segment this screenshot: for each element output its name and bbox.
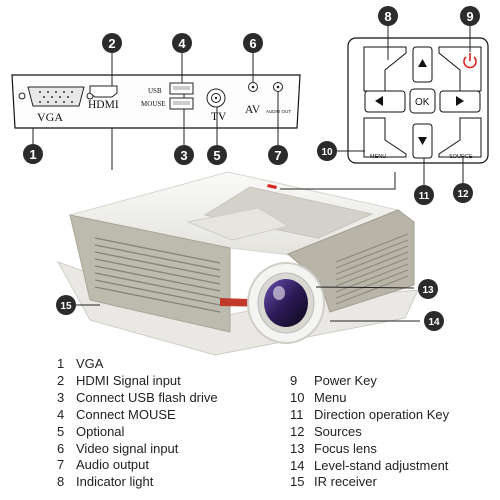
source-key-label: SOURCE: [449, 154, 473, 160]
vga-port: [18, 86, 94, 107]
menu-key-label: MENU: [370, 154, 386, 160]
svg-text:5: 5: [213, 148, 220, 163]
arrow-up-icon: [418, 59, 427, 67]
power-icon: [463, 53, 477, 69]
left-key[interactable]: [364, 90, 406, 113]
callout-14: 14: [424, 311, 444, 331]
callouts: 1 2 3 4 5 6 7 8 9 10 11 12 13 14 15: [23, 6, 480, 331]
svg-text:1: 1: [29, 147, 36, 162]
tv-label: TV: [211, 111, 227, 123]
callout-13: 13: [418, 279, 438, 299]
side-vent: [94, 237, 221, 313]
hdmi-port: [89, 85, 118, 98]
callout-10: 10: [317, 141, 337, 161]
svg-text:7: 7: [274, 148, 281, 163]
callout-9: 9: [460, 6, 480, 26]
callout-6: 6: [243, 33, 263, 53]
callout-7: 7: [268, 145, 288, 165]
usb-label: USB: [148, 87, 162, 95]
keypad: MENU SOURCE OK: [347, 37, 489, 164]
corner-key-top-left[interactable]: [363, 46, 407, 92]
arrow-down-icon: [418, 137, 427, 145]
callout-15: 15: [56, 295, 76, 315]
svg-text:9: 9: [466, 9, 473, 24]
arrow-left-icon: [375, 96, 383, 106]
callout-3: 3: [174, 145, 194, 165]
callout-12: 12: [453, 183, 473, 203]
audio-out-label: AUDIO OUT: [266, 109, 291, 114]
vga-label: VGA: [37, 110, 63, 124]
hdmi-label: HDMI: [88, 99, 119, 111]
ok-key-label: OK: [415, 97, 430, 108]
mouse-label: MOUSE: [141, 100, 166, 108]
callout-5: 5: [207, 145, 227, 165]
svg-text:2: 2: [108, 36, 115, 51]
indicator-light: [267, 184, 277, 189]
arrow-right-icon: [456, 96, 464, 106]
ok-key[interactable]: [409, 88, 436, 114]
svg-text:4: 4: [178, 36, 186, 51]
svg-text:3: 3: [180, 148, 187, 163]
callout-8: 8: [378, 6, 398, 26]
svg-text:13: 13: [422, 285, 434, 296]
av-label: AV: [245, 104, 261, 116]
callout-1: 1: [23, 144, 43, 164]
callout-11: 11: [414, 185, 434, 205]
svg-text:10: 10: [321, 147, 333, 158]
svg-text:8: 8: [384, 9, 391, 24]
svg-text:11: 11: [419, 191, 430, 202]
menu-key[interactable]: [363, 117, 407, 158]
svg-text:6: 6: [249, 36, 256, 51]
svg-text:14: 14: [428, 317, 440, 328]
leader-lines: [32, 26, 471, 322]
source-key[interactable]: [438, 117, 482, 158]
svg-text:12: 12: [457, 189, 469, 200]
callout-4: 4: [172, 33, 192, 53]
projector-body: [56, 171, 419, 356]
svg-text:15: 15: [60, 301, 72, 312]
focus-lens: [247, 262, 325, 344]
back-panel: VGA HDMI USB MOUSE TV AV AUDIO OUT: [11, 74, 301, 129]
callout-2: 2: [102, 33, 122, 53]
